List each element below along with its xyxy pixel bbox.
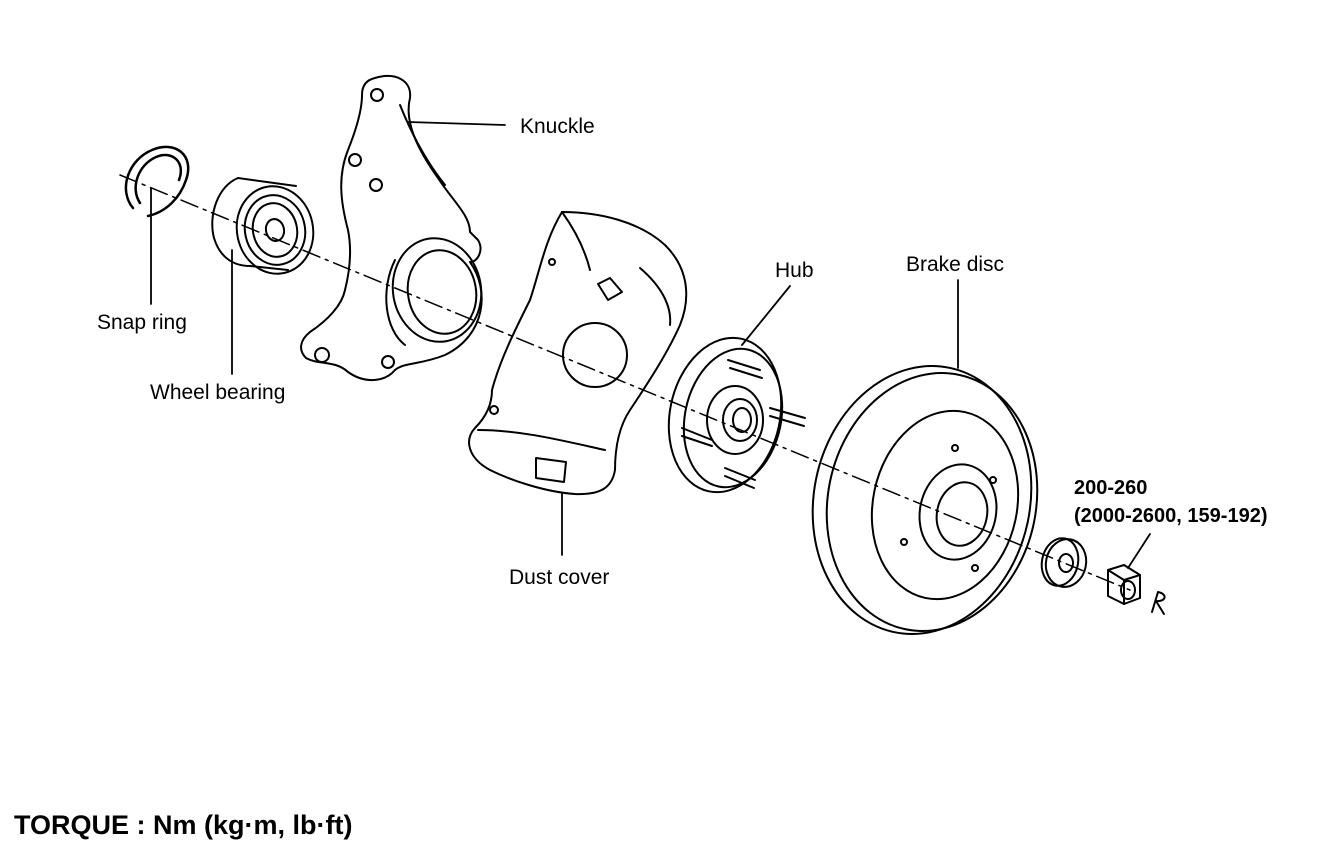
- brake-disc: [788, 345, 1060, 654]
- label-hub: Hub: [775, 259, 814, 282]
- leader-lines: [151, 122, 1150, 568]
- hub: [655, 327, 805, 502]
- label-dust-cover: Dust cover: [509, 566, 610, 589]
- leader-hub: [742, 286, 790, 345]
- leader-knuckle: [408, 122, 505, 125]
- snap-ring: [126, 147, 188, 216]
- label-torque-value: 200-260: [1074, 477, 1148, 499]
- dust-cover: [469, 212, 686, 494]
- label-torque-alt: (2000-2600, 159-192): [1074, 505, 1268, 527]
- washer: [1037, 535, 1090, 591]
- torque-units-caption: TORQUE : Nm (kg·m, lb·ft): [14, 810, 353, 840]
- leader-torque: [1128, 534, 1150, 568]
- label-snap-ring: Snap ring: [97, 311, 187, 334]
- knuckle: [301, 76, 489, 380]
- label-wheel-bearing: Wheel bearing: [150, 381, 286, 404]
- wheel-bearing: [212, 178, 321, 281]
- hub-nut: [1108, 565, 1165, 614]
- center-axis-line: [120, 175, 1130, 590]
- label-knuckle: Knuckle: [520, 115, 595, 138]
- label-brake-disc: Brake disc: [906, 253, 1005, 276]
